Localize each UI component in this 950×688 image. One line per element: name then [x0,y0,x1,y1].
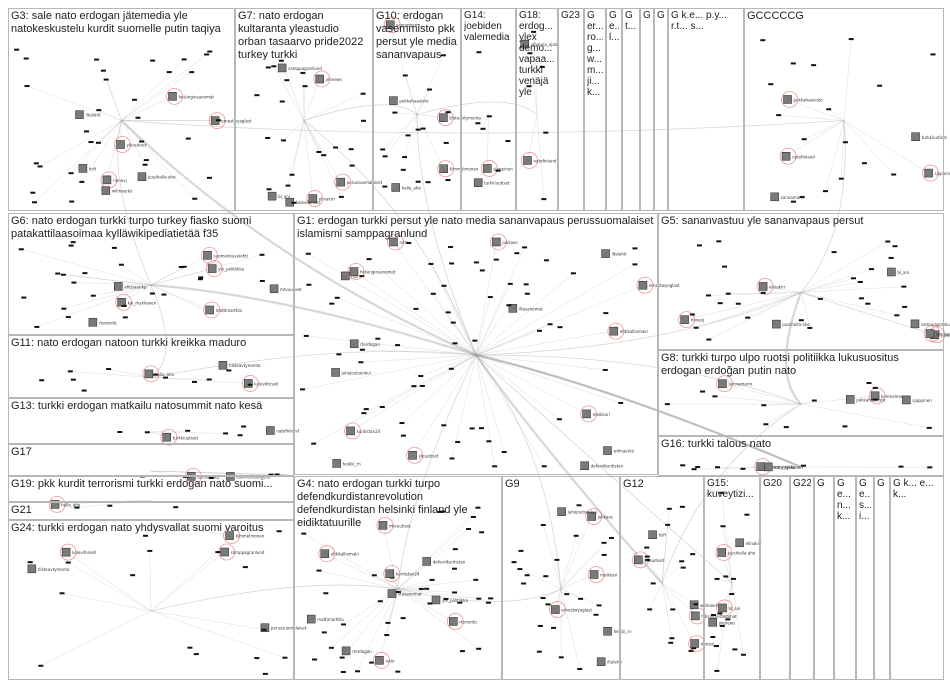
group-label-g-a: G er... ro... g... w... m... ji... k... [587,10,603,98]
group-label-g-j: G [877,478,887,489]
group-label-g19: G19: pkk kurdit terrorismi turkki erdoga… [11,478,291,491]
group-label-g24: G24: turkki erdogan nato yhdysvallat suo… [11,522,291,535]
group-box-g-g [814,476,834,680]
group-label-g3: G3: sale nato erdogan jätemedia yle nato… [11,10,232,36]
group-label-g-cc: GCCCCCG [747,10,941,23]
group-box-g-c [622,8,640,211]
group-box-g15 [704,476,760,680]
group-label-g-e: G [657,10,665,21]
group-box-g3 [8,8,235,211]
group-label-g-f: G k.e... p.y... r.t... s... [671,10,741,32]
group-label-g8: G8: turkki turpo ulpo ruotsi politiikka … [661,352,941,378]
group-label-g5: G5: sananvastuu yle sananvapaus persut [661,215,941,228]
group-label-g22: G22 [793,478,811,489]
group-box-g9 [502,476,620,680]
group-label-g12: G12 [623,478,701,491]
group-label-g-g: G [817,478,831,489]
group-box-g-cc [744,8,944,211]
group-box-g-d [640,8,654,211]
group-box-g20 [760,476,790,680]
group-box-g12 [620,476,704,680]
group-label-g15: G15: kuveytizi... [707,478,757,500]
group-label-g-k: G k... e... k... [893,478,941,500]
group-label-g13: G13: turkki erdogan matkailu natosummit … [11,400,291,413]
group-label-g-i: G e... s... i... [859,478,871,522]
group-label-g-h: G e... n... k... [837,478,853,522]
group-label-g23: G23 [561,10,581,21]
group-label-g17: G17 [11,446,291,459]
group-label-g6: G6: nato erdogan turkki turpo turkey fia… [11,215,291,241]
group-label-g11: G11: nato erdogan natoon turkki kreikka … [11,337,291,350]
group-box-g-e [654,8,668,211]
group-box-g-j [874,476,890,680]
group-box-g24 [8,520,294,680]
group-label-g10: G10: erdogan vasemmisto pkk persut yle m… [376,10,458,60]
group-box-g1 [294,213,658,475]
group-label-g14: G14: joebiden valemedia [464,10,513,43]
group-label-g-d: G [643,10,651,21]
group-box-g-k [890,476,944,680]
group-label-g18: G18: erdog... ylex demo... vapaa... turk… [519,10,555,98]
group-label-g-c: G t... [625,10,637,32]
group-label-g9: G9 [505,478,617,491]
group-label-g7: G7: nato erdogan kultaranta yleastudio o… [238,10,370,60]
group-label-g4: G4: nato erdogan turkki turpo defendkurd… [297,478,499,528]
group-box-g22 [790,476,814,680]
group-label-g20: G20 [763,478,787,489]
group-label-g21: G21 [11,504,291,517]
group-box-g5 [658,213,944,350]
group-label-g-b: G e... l... [609,10,619,43]
group-label-g16: G16: turkki talous nato [661,438,941,451]
group-box-g-f [668,8,744,211]
group-label-g1: G1: erdogan turkki persut yle nato media… [297,215,655,241]
group-box-g23 [558,8,584,211]
